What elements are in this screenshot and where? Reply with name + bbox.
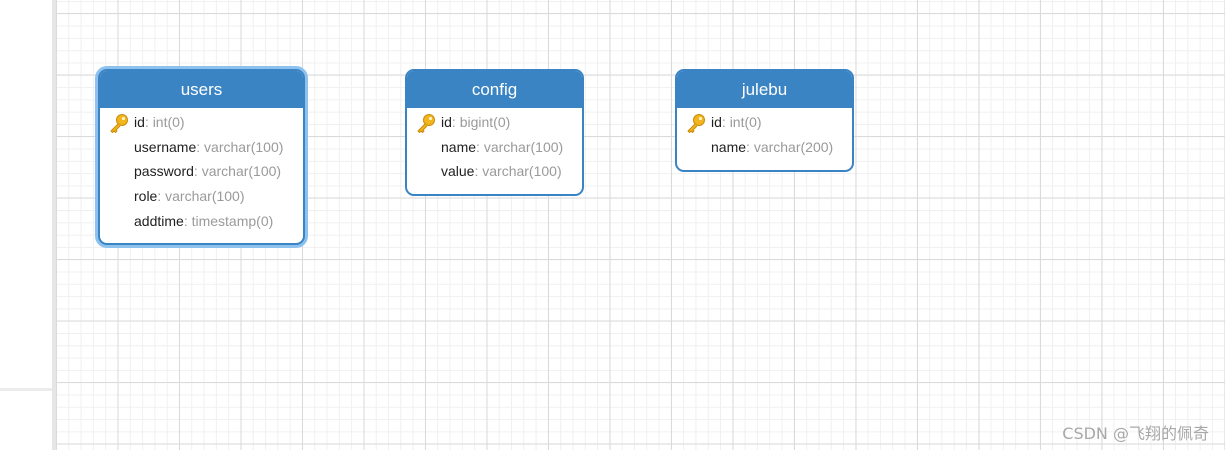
field-list: id: bigint(0) name: varchar(100) value: …	[407, 108, 582, 184]
field-type: varchar(100)	[204, 138, 284, 155]
field-row[interactable]: id: int(0)	[677, 110, 852, 135]
field-type: varchar(200)	[753, 138, 834, 155]
field-name: username	[134, 138, 197, 155]
field-row[interactable]: id: int(0)	[100, 110, 303, 135]
entity-config[interactable]: config id: bigint(0) name: varchar(100) …	[405, 69, 584, 196]
panel-divider	[0, 388, 52, 391]
field-type: varchar(100)	[201, 163, 282, 180]
field-name: id	[441, 114, 452, 130]
field-name: password	[134, 163, 194, 180]
field-name: name	[711, 138, 747, 155]
field-row[interactable]: id: bigint(0)	[407, 110, 582, 135]
panel-splitter[interactable]	[52, 0, 56, 450]
primary-key-icon	[687, 114, 705, 133]
diagram-canvas[interactable]	[56, 0, 1225, 450]
entity-title: users	[100, 71, 303, 108]
entity-title: julebu	[677, 71, 852, 108]
field-name: value	[441, 163, 475, 180]
entity-julebu[interactable]: julebu id: int(0) name: varchar(200)	[675, 69, 854, 172]
primary-key-icon	[417, 114, 435, 133]
primary-key-icon	[110, 114, 128, 133]
field-name: addtime	[134, 212, 184, 229]
watermark: CSDN @飞翔的佩奇	[1062, 424, 1209, 443]
field-name: id	[134, 114, 145, 130]
field-name: name	[441, 138, 477, 155]
left-panel	[0, 0, 52, 450]
field-row[interactable]: role: varchar(100)	[134, 188, 245, 205]
field-row[interactable]: value: varchar(100)	[441, 163, 562, 180]
field-type: int(0)	[729, 114, 762, 130]
field-row[interactable]: name: varchar(100)	[441, 138, 564, 155]
field-type: timestamp(0)	[191, 212, 274, 229]
field-type: varchar(100)	[165, 188, 245, 205]
field-list: id: int(0) name: varchar(200)	[677, 108, 852, 159]
field-list: id: int(0) username: varchar(100) passwo…	[100, 108, 303, 233]
field-row[interactable]: password: varchar(100)	[134, 163, 282, 180]
field-type: int(0)	[152, 114, 185, 130]
field-name: role	[134, 188, 158, 205]
field-row[interactable]: addtime: timestamp(0)	[134, 212, 274, 229]
entity-users[interactable]: users id: int(0) username: varchar(100) …	[98, 69, 305, 245]
field-row[interactable]: username: varchar(100)	[134, 138, 284, 155]
field-type: varchar(100)	[483, 138, 564, 155]
field-type: varchar(100)	[482, 163, 562, 180]
field-type: bigint(0)	[459, 114, 511, 130]
field-row[interactable]: name: varchar(200)	[711, 138, 834, 155]
field-name: id	[711, 114, 722, 130]
entity-title: config	[407, 71, 582, 108]
